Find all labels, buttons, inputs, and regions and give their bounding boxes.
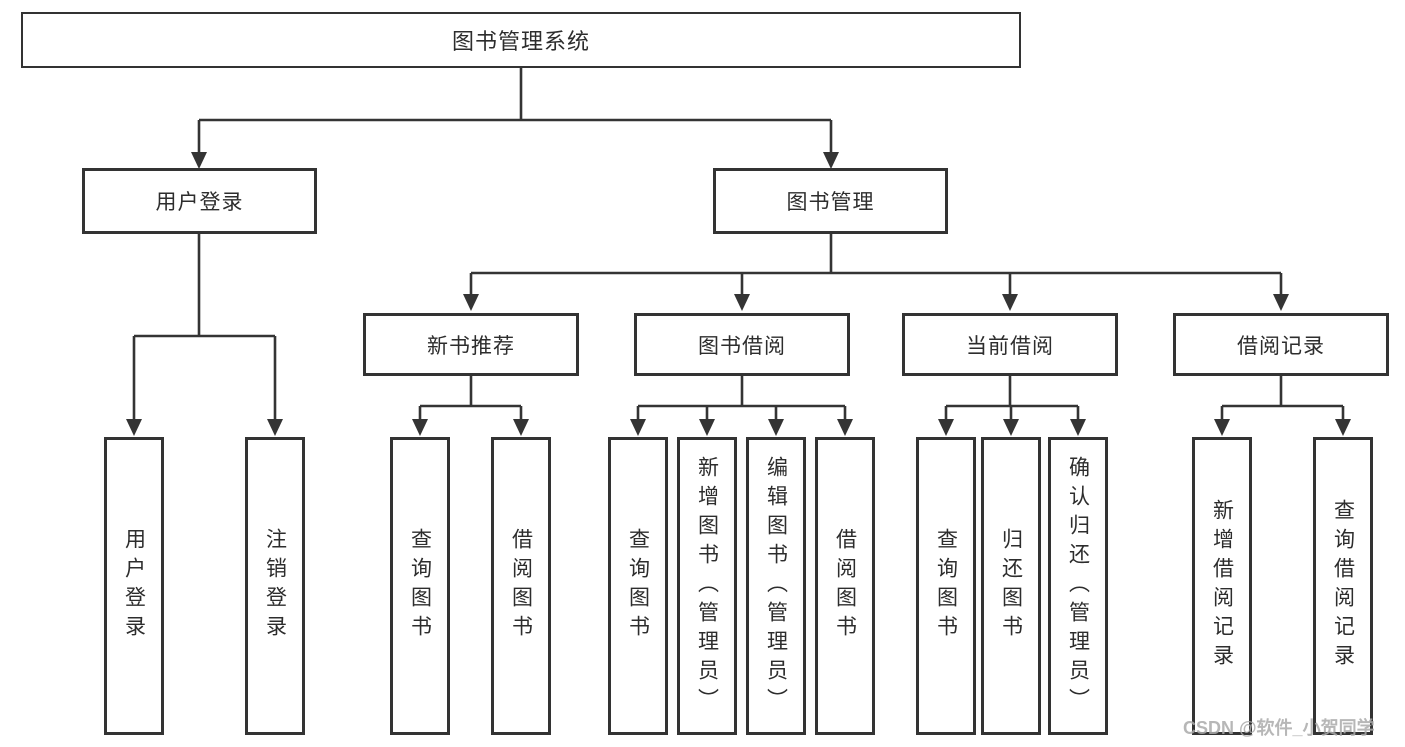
- node-new-book-recommend: 新书推荐: [363, 313, 579, 376]
- leaf-label: 用户登录: [122, 528, 146, 644]
- arrow-down-icon: [513, 419, 529, 436]
- arrow-down-icon: [837, 419, 853, 436]
- connector-root-to-level2: [191, 67, 839, 169]
- node-book-borrowing: 图书借阅: [634, 313, 850, 376]
- node-user-login: 用户登录: [82, 168, 317, 234]
- leaf-label: 确认归还（管理员）: [1066, 455, 1090, 717]
- leaf-current-return-books: 归还图书: [981, 437, 1041, 735]
- leaf-current-query-books: 查询图书: [916, 437, 976, 735]
- arrow-down-icon: [126, 419, 142, 436]
- node-current-borrowing: 当前借阅: [902, 313, 1118, 376]
- connector-user-login-to-leaves: [126, 233, 283, 436]
- node-library-management-system: 图书管理系统: [21, 12, 1021, 68]
- arrow-down-icon: [267, 419, 283, 436]
- arrow-down-icon: [734, 294, 750, 311]
- connector-current-borrow-to-leaves: [938, 375, 1086, 436]
- arrow-down-icon: [412, 419, 428, 436]
- connector-new-book-to-leaves: [412, 375, 529, 436]
- arrow-down-icon: [1335, 419, 1351, 436]
- leaf-borrow-query-books: 查询图书: [608, 437, 668, 735]
- leaf-newbook-query-books: 查询图书: [390, 437, 450, 735]
- leaf-label: 归还图书: [999, 528, 1023, 644]
- node-borrowing-records: 借阅记录: [1173, 313, 1389, 376]
- leaf-records-add-record: 新增借阅记录: [1192, 437, 1252, 735]
- arrow-down-icon: [823, 152, 839, 169]
- connector-records-to-leaves: [1214, 375, 1351, 436]
- leaf-current-confirm-return-admin: 确认归还（管理员）: [1048, 437, 1108, 735]
- watermark: CSDN @软件_小贺同学: [1183, 718, 1375, 738]
- leaf-label: 查询图书: [626, 528, 650, 644]
- leaf-label: 新增借阅记录: [1210, 499, 1234, 673]
- connector-book-mgmt-to-level3: [463, 233, 1289, 311]
- arrow-down-icon: [630, 419, 646, 436]
- arrow-down-icon: [1070, 419, 1086, 436]
- arrow-down-icon: [1002, 294, 1018, 311]
- arrow-down-icon: [191, 152, 207, 169]
- arrow-down-icon: [1003, 419, 1019, 436]
- leaf-borrow-add-books-admin: 新增图书（管理员）: [677, 437, 737, 735]
- leaf-label: 借阅图书: [509, 528, 533, 644]
- leaf-logout: 注销登录: [245, 437, 305, 735]
- leaf-label: 编辑图书（管理员）: [764, 455, 788, 717]
- leaf-borrow-borrow-books: 借阅图书: [815, 437, 875, 735]
- arrow-down-icon: [768, 419, 784, 436]
- leaf-label: 注销登录: [263, 528, 287, 644]
- leaf-borrow-edit-books-admin: 编辑图书（管理员）: [746, 437, 806, 735]
- leaf-newbook-borrow-books: 借阅图书: [491, 437, 551, 735]
- arrow-down-icon: [699, 419, 715, 436]
- node-book-management: 图书管理: [713, 168, 948, 234]
- leaf-label: 新增图书（管理员）: [695, 455, 719, 717]
- leaf-label: 借阅图书: [833, 528, 857, 644]
- arrow-down-icon: [1214, 419, 1230, 436]
- leaf-label: 查询图书: [408, 528, 432, 644]
- arrow-down-icon: [1273, 294, 1289, 311]
- arrow-down-icon: [463, 294, 479, 311]
- arrow-down-icon: [938, 419, 954, 436]
- leaf-label: 查询借阅记录: [1331, 499, 1355, 673]
- leaf-records-query-record: 查询借阅记录: [1313, 437, 1373, 735]
- leaf-label: 查询图书: [934, 528, 958, 644]
- connector-book-borrow-to-leaves: [630, 375, 853, 436]
- leaf-user-login: 用户登录: [104, 437, 164, 735]
